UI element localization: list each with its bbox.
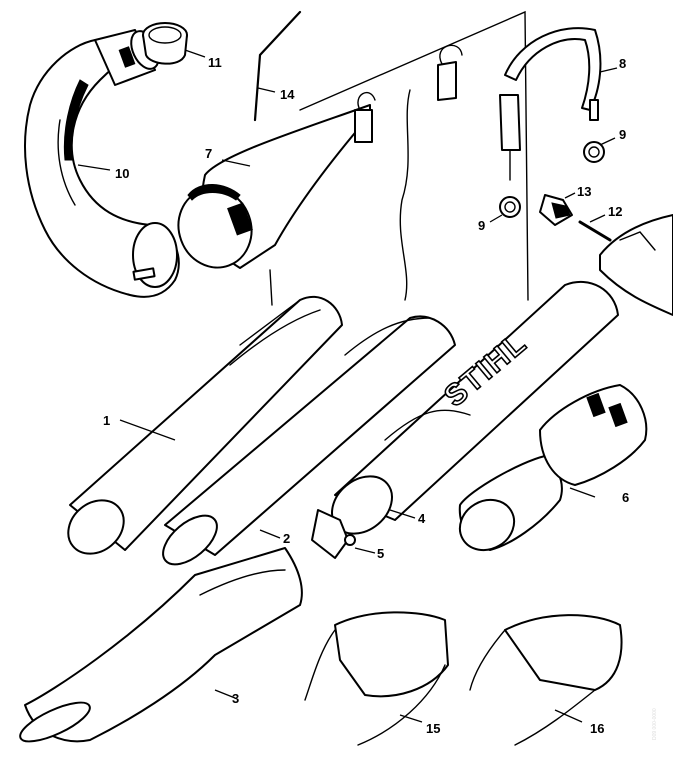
part-tube-1[interactable] [58,295,343,565]
callout-6: 6 [622,490,629,505]
callout-13: 13 [577,184,591,199]
callout-3: 3 [232,691,239,706]
part-flat-nozzle-3[interactable] [15,547,303,749]
callout-2: 2 [283,531,290,546]
callout-15: 15 [426,721,440,736]
callout-9b: 9 [478,218,485,233]
part-screw-12[interactable] [578,220,612,242]
callout-labels: 1 2 3 4 5 6 7 8 9 9 10 11 12 13 14 15 16 [77,49,629,736]
part-safety-glasses-16[interactable] [469,614,623,746]
callout-10: 10 [115,166,129,181]
part-sleeve-6[interactable] [451,455,563,560]
callout-8: 8 [619,56,626,71]
part-ring-clamp[interactable] [142,22,188,65]
watermark-text: D09 000-0000 [652,708,658,740]
part-hanging-sheet [269,10,529,306]
part-collar-6[interactable] [539,384,648,486]
callout-5: 5 [377,546,384,561]
part-rod[interactable] [253,10,302,122]
callout-1: 1 [103,413,110,428]
callout-14: 14 [280,87,295,102]
part-carry-strap[interactable] [499,27,602,181]
part-tube-2[interactable] [155,315,456,574]
callout-9a: 9 [619,127,626,142]
part-safety-glasses-15[interactable] [304,611,449,746]
part-intake-sleeve[interactable] [167,104,371,278]
callout-11: 11 [208,55,222,70]
callout-12: 12 [608,204,622,219]
callout-4: 4 [418,511,426,526]
callout-16: 16 [590,721,604,736]
callout-7: 7 [205,146,212,161]
part-elbow-pipe[interactable] [24,39,180,298]
part-blower-housing [599,214,673,316]
part-rings-9[interactable] [499,141,605,218]
part-fitting-5[interactable] [311,509,356,559]
part-knob-13[interactable] [539,194,573,226]
